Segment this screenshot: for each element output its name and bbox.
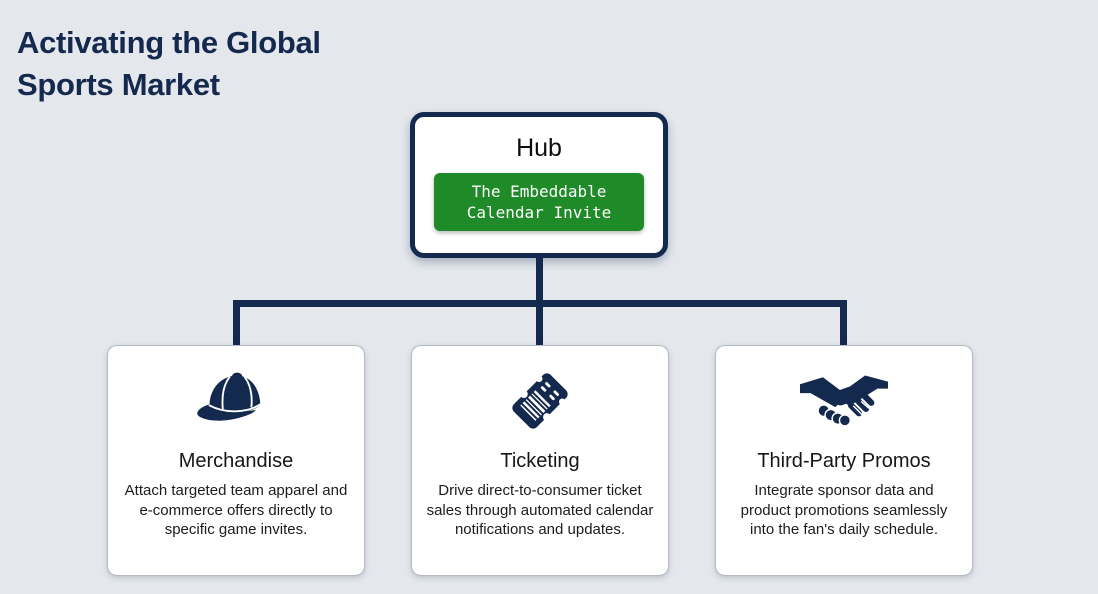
hub-title: Hub <box>516 134 562 162</box>
card-third-party-promos: Third-Party Promos Integrate sponsor dat… <box>715 345 973 576</box>
card-description: Attach targeted team apparel and e-comme… <box>124 482 348 538</box>
card-merchandise: Merchandise Attach targeted team apparel… <box>107 345 365 576</box>
hub-badge-line2: Calendar Invite <box>466 203 612 222</box>
card-title: Ticketing <box>500 450 580 472</box>
baseball-cap-icon <box>108 362 364 440</box>
connector-hub-stem <box>536 258 543 304</box>
card-description: Drive direct-to-consumer ticket sales th… <box>426 482 654 538</box>
connector-horizontal <box>233 300 847 307</box>
page-title-line2: Sports Market <box>17 67 220 102</box>
card-title: Merchandise <box>178 450 294 472</box>
hub-badge-line1: The Embeddable <box>471 182 607 201</box>
handshake-icon <box>716 362 972 440</box>
connector-drop-middle <box>536 304 543 346</box>
hub-node: Hub The Embeddable Calendar Invite <box>410 112 668 258</box>
connector-drop-right <box>840 300 847 346</box>
card-description: Integrate sponsor data and product promo… <box>740 482 948 538</box>
ticket-icon <box>412 362 668 440</box>
connector-drop-left <box>233 300 240 346</box>
page-title: Activating the Global Sports Market <box>17 22 321 106</box>
hub-badge: The Embeddable Calendar Invite <box>434 173 644 231</box>
card-title: Third-Party Promos <box>757 450 931 472</box>
page-title-line1: Activating the Global <box>17 25 321 60</box>
card-ticketing: Ticketing Drive direct-to-consumer ticke… <box>411 345 669 576</box>
